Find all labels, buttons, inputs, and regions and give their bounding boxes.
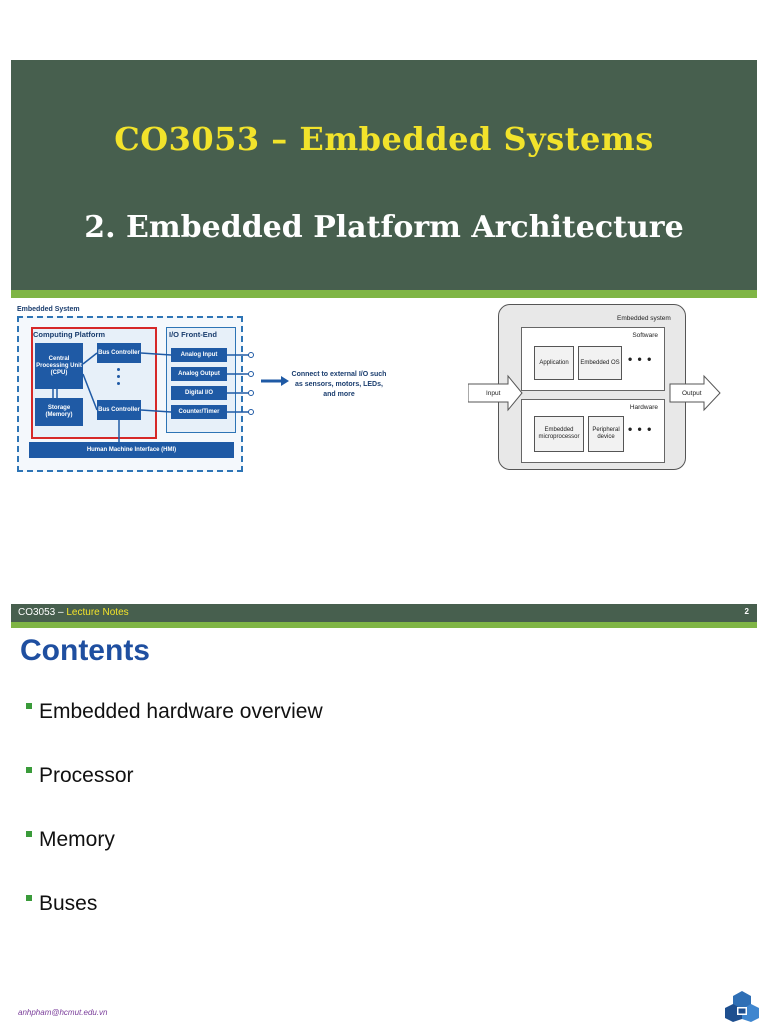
bullet-icon: [26, 831, 32, 838]
header-course: CO3053 –: [18, 607, 67, 618]
io-front-end-label: I/O Front-End: [169, 330, 217, 339]
input-label: Input: [486, 390, 501, 397]
embedded-system-block-diagram: Embedded System Computing Platform I/O F…: [11, 304, 401, 474]
software-panel: Software Application Embedded OS • • •: [521, 327, 665, 391]
io-arrows: [468, 374, 721, 412]
author-email: anhpham@hcmut.edu.vn: [18, 1008, 108, 1017]
analog-input-block: Analog Input: [171, 348, 227, 362]
title-band: CO3053 – Embedded Systems 2. Embedded Pl…: [11, 60, 757, 290]
more-dots: • • •: [628, 352, 653, 366]
output-label: Output: [682, 390, 702, 397]
more-dots: • • •: [628, 422, 653, 436]
diagram-title: Embedded System: [17, 306, 80, 313]
cpu-block: Central Processing Unit (CPU): [35, 343, 83, 389]
peripheral-device-block: Peripheral device: [588, 416, 624, 452]
application-block: Application: [534, 346, 574, 380]
accent-strip: [11, 290, 757, 298]
counter-timer-block: Counter/Timer: [171, 405, 227, 419]
software-label: Software: [632, 332, 658, 339]
list-item: Memory: [26, 828, 115, 852]
contents-title: Contents: [20, 634, 150, 667]
slide-header: CO3053 – Lecture Notes 2: [11, 604, 757, 622]
list-item: Processor: [26, 764, 134, 788]
list-item: Embedded hardware overview: [26, 700, 323, 724]
storage-block: Storage (Memory): [35, 398, 83, 426]
header-notes: Lecture Notes: [66, 607, 129, 618]
digital-io-block: Digital I/O: [171, 386, 227, 400]
slide-1: CO3053 – Embedded Systems 2. Embedded Pl…: [11, 60, 757, 474]
list-item: Buses: [26, 892, 97, 916]
bus-controller-block: Bus Controller: [97, 400, 141, 420]
embedded-system-layers-diagram: Embedded system Software Application Emb…: [468, 302, 730, 474]
embedded-microprocessor-block: Embedded microprocessor: [534, 416, 584, 452]
embedded-system-label: Embedded system: [617, 315, 671, 322]
embedded-system-frame: Embedded system Software Application Emb…: [498, 304, 686, 470]
bullet-icon: [26, 895, 32, 902]
embedded-os-block: Embedded OS: [578, 346, 622, 380]
hardware-panel: Hardware Embedded microprocessor Periphe…: [521, 399, 665, 463]
accent-strip: [11, 622, 757, 628]
diagram-connectors: [52, 352, 289, 442]
bullet-icon: [26, 703, 32, 710]
bus-controller-block: Bus Controller: [97, 343, 141, 363]
bullet-icon: [26, 767, 32, 774]
lecture-title: 2. Embedded Platform Architecture: [84, 210, 684, 245]
computing-platform-label: Computing Platform: [33, 330, 106, 339]
hardware-label: Hardware: [629, 404, 658, 411]
external-io-caption: Connect to external I/O such as sensors,…: [291, 371, 387, 398]
header-text: CO3053 – Lecture Notes: [18, 607, 129, 618]
analog-output-block: Analog Output: [171, 367, 227, 381]
page-number: 2: [744, 607, 749, 616]
hmi-block: Human Machine Interface (HMI): [29, 442, 234, 458]
university-logo-icon: [725, 991, 759, 1022]
course-title: CO3053 – Embedded Systems: [114, 120, 654, 158]
